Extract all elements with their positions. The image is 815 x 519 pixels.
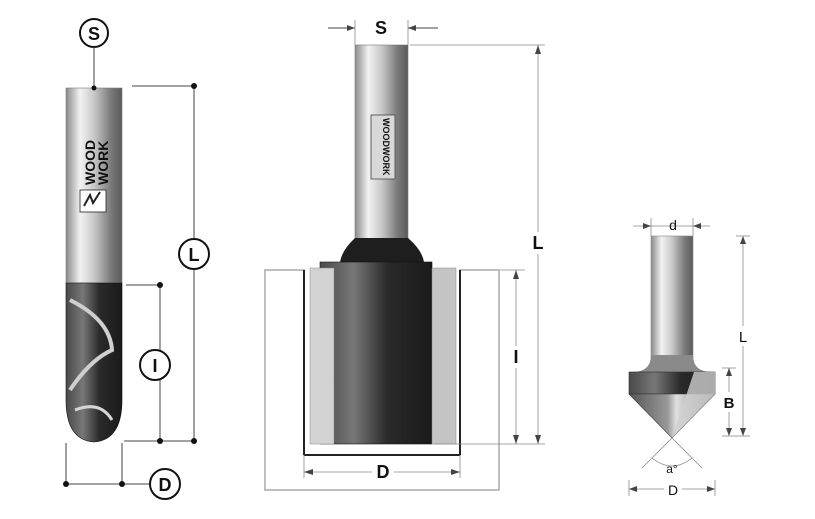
spiral-l-badge xyxy=(178,238,210,270)
straight-bit-body xyxy=(319,261,433,445)
straight-d-label: D xyxy=(377,462,390,482)
v-b-label: B xyxy=(724,395,735,412)
straight-l-label: L xyxy=(533,233,544,253)
v-angle-label: a° xyxy=(666,462,678,476)
v-l-label: L xyxy=(739,329,747,346)
woodwork-logo-line2: WORK xyxy=(95,141,111,185)
woodwork-logo: WOOD WORK xyxy=(79,140,111,213)
straight-bit: WOODWORK S L I D xyxy=(264,18,548,491)
spiral-s-label: S xyxy=(88,24,100,44)
straight-bit-collar xyxy=(340,238,424,262)
spiral-l-label: L xyxy=(189,245,200,265)
shank-stamp xyxy=(370,114,396,180)
v-bit-shank xyxy=(650,235,694,373)
shank-stamp-text: WOODWORK xyxy=(381,118,391,176)
spiral-d-badge xyxy=(149,468,181,500)
spiral-i-label: I xyxy=(152,356,157,376)
v-groove-bit: d L B a° D xyxy=(628,217,750,498)
straight-i-label: I xyxy=(513,347,518,367)
straight-s-label: S xyxy=(375,18,387,38)
spiral-i-badge xyxy=(139,349,171,381)
v-d-small-label: d xyxy=(669,217,677,233)
v-d-big-label: D xyxy=(668,482,678,498)
woodwork-logo-line1: WOOD xyxy=(82,140,98,185)
spiral-bit-shank xyxy=(65,87,123,284)
spiral-bit: WOOD WORK S L I D xyxy=(63,18,210,500)
spiral-d-label: D xyxy=(159,475,172,495)
